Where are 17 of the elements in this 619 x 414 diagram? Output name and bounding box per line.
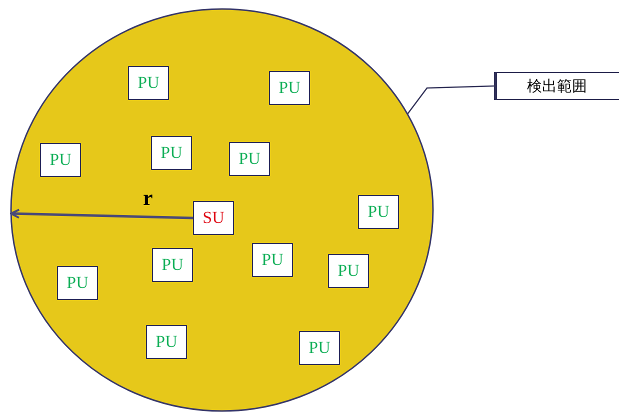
- unit-box: PU: [328, 254, 369, 288]
- unit-box: SU: [193, 201, 234, 235]
- unit-box: PU: [299, 331, 340, 365]
- unit-box: PU: [358, 195, 399, 229]
- unit-box: PU: [229, 142, 270, 176]
- arrow: [10, 208, 194, 220]
- unit-box: PU: [152, 248, 193, 282]
- unit-box: PU: [57, 266, 98, 300]
- unit-box: PU: [146, 325, 187, 359]
- unit-box: PU: [40, 143, 81, 177]
- edge-label: r: [143, 185, 153, 211]
- unit-box: PU: [151, 136, 192, 170]
- unit-box: PU: [269, 71, 310, 105]
- unit-box: PU: [252, 243, 293, 277]
- callout-box: 検出範囲: [494, 72, 619, 100]
- leader-line: [406, 85, 494, 114]
- unit-box: PU: [128, 66, 169, 100]
